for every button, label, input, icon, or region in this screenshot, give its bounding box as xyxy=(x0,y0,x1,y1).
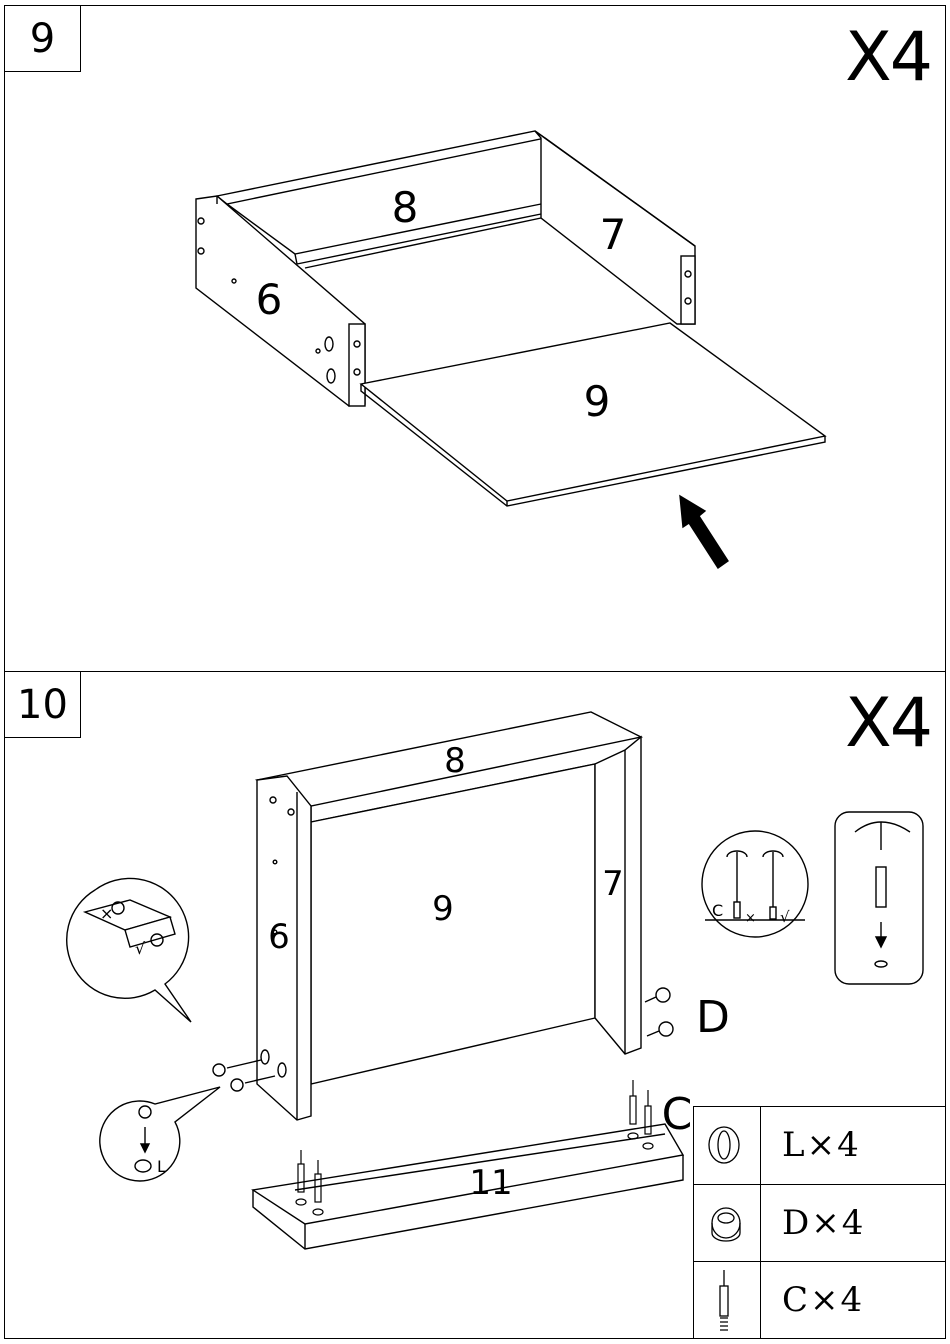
step-9-panel: 9 X4 8 7 6 9 xyxy=(4,5,946,672)
panel-6 xyxy=(257,776,311,1120)
parts-list: L×4 D×4 C×4 xyxy=(693,1106,945,1338)
parts-text: D×4 xyxy=(782,1203,865,1243)
detail-callout-left xyxy=(67,878,191,1022)
insert-arrow-icon xyxy=(680,496,728,568)
parts-row: D×4 xyxy=(694,1184,945,1261)
detail-callout-cam xyxy=(702,831,808,937)
step-9-drawing xyxy=(5,6,947,673)
parts-text: L×4 xyxy=(782,1125,861,1165)
panel-7 xyxy=(535,131,695,324)
panel-9 xyxy=(361,323,825,501)
cam-lock-D-icon xyxy=(694,1185,761,1261)
detail-callout-screw xyxy=(835,812,923,984)
cam-lock-D-icon xyxy=(645,988,673,1036)
panel-6 xyxy=(196,196,365,406)
step-10-panel: 10 X4 xyxy=(4,671,946,1339)
panel-7 xyxy=(595,737,641,1054)
panel-9 xyxy=(311,764,595,1084)
dowel-L-icon xyxy=(694,1107,761,1184)
cam-bolt-C-icon xyxy=(694,1262,761,1338)
parts-text: C×4 xyxy=(782,1280,864,1320)
parts-row: C×4 xyxy=(694,1261,945,1338)
parts-row: L×4 xyxy=(694,1107,945,1184)
panel-8 xyxy=(217,131,545,204)
detail-callout-dowel xyxy=(100,1087,220,1181)
